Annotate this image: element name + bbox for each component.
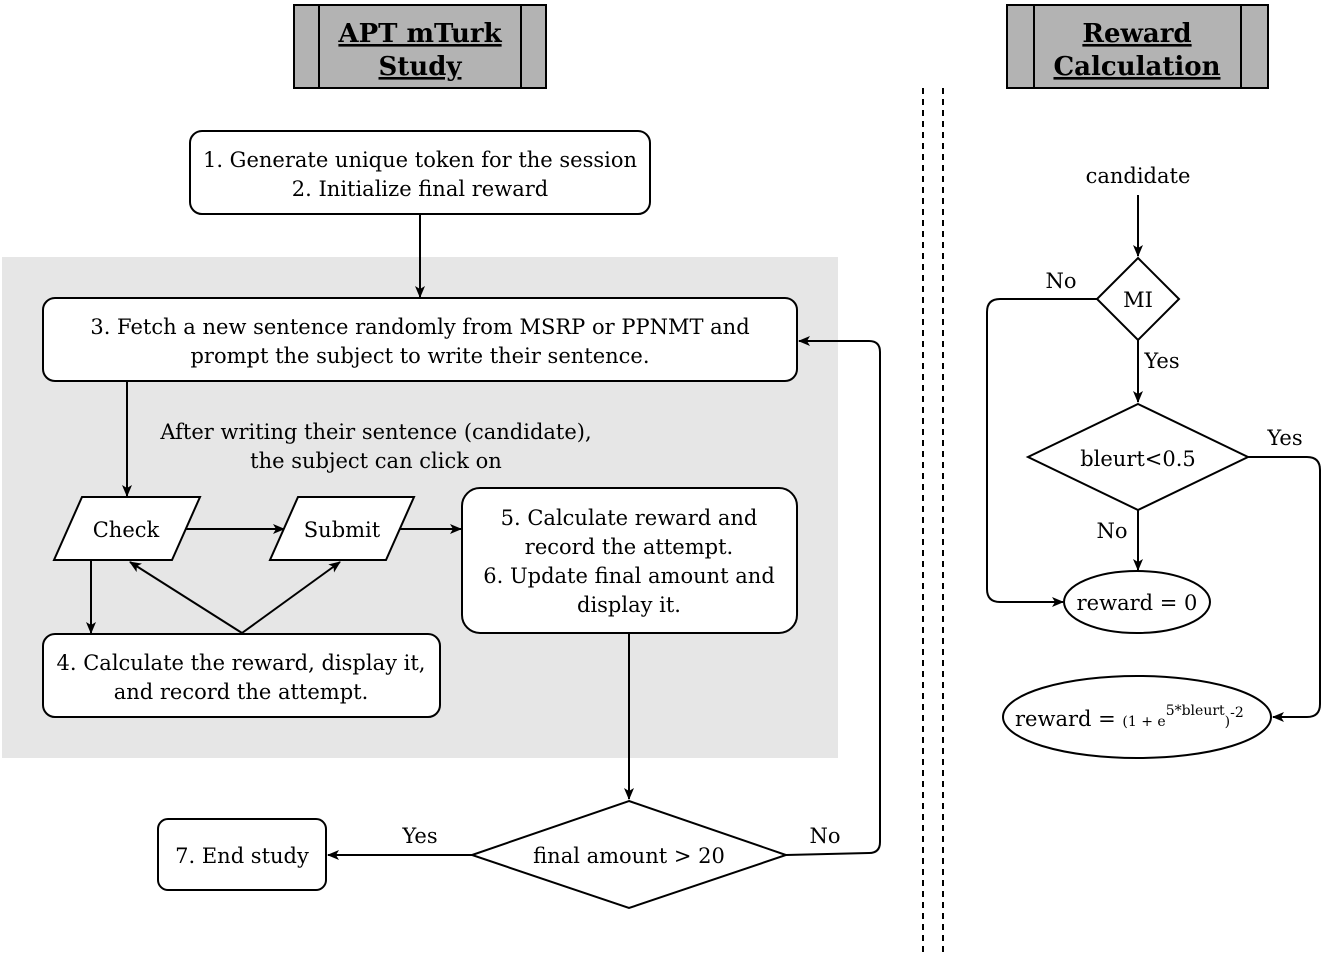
end-study-label: 7. End study bbox=[175, 844, 309, 868]
header-left-line2: Study bbox=[379, 52, 463, 82]
arrow-step4-to-submit bbox=[241, 561, 341, 634]
bleurt-no-label: No bbox=[1096, 519, 1127, 543]
decision-yes-label: Yes bbox=[401, 824, 437, 848]
step-submit-line3: 6. Update final amount and bbox=[483, 564, 775, 588]
step-fetch-line1: 3. Fetch a new sentence randomly from MS… bbox=[90, 315, 749, 339]
reward-zero-label: reward = 0 bbox=[1077, 591, 1198, 615]
mi-diamond: MI bbox=[1095, 256, 1181, 342]
reward-formula-close: ) bbox=[1225, 714, 1230, 730]
step-init-line2: 2. Initialize final reward bbox=[292, 177, 548, 201]
step-init-box: 1. Generate unique token for the session… bbox=[189, 130, 651, 215]
check-parallelogram: Check bbox=[52, 496, 202, 561]
step-fetch-box: 3. Fetch a new sentence randomly from MS… bbox=[42, 297, 798, 382]
step-submit-line2: record the attempt. bbox=[525, 535, 733, 559]
reward-formula-base: (1 + e bbox=[1122, 714, 1165, 730]
step-submit-line4: display it. bbox=[577, 593, 681, 617]
step-check-line1: 4. Calculate the reward, display it, bbox=[57, 651, 426, 675]
header-reward-calculation: Reward Calculation bbox=[1006, 4, 1269, 89]
header-right-line2: Calculation bbox=[1053, 52, 1220, 82]
step-init-line1: 1. Generate unique token for the session bbox=[203, 148, 637, 172]
mi-yes-label: Yes bbox=[1143, 349, 1179, 373]
bleurt-yes-label: Yes bbox=[1266, 426, 1302, 450]
reward-formula-ellipse: reward = (1 + e5*bleurt)-2 bbox=[1002, 675, 1272, 759]
decision-no-label: No bbox=[809, 824, 840, 848]
arrow-step4-back-to-check bbox=[129, 561, 243, 634]
reward-formula: reward = (1 + e5*bleurt)-2 bbox=[1015, 703, 1244, 731]
decision-final-amount: final amount > 20 bbox=[468, 799, 790, 910]
step-submit-box: 5. Calculate reward and record the attem… bbox=[461, 487, 798, 634]
submit-parallelogram: Submit bbox=[268, 496, 416, 561]
step-submit-line1: 5. Calculate reward and bbox=[501, 506, 758, 530]
reward-formula-exp: 5*bleurt bbox=[1166, 703, 1225, 719]
step-check-box: 4. Calculate the reward, display it, and… bbox=[42, 633, 441, 718]
check-label: Check bbox=[93, 518, 160, 542]
mi-label: MI bbox=[1123, 288, 1153, 312]
reward-zero-ellipse: reward = 0 bbox=[1063, 570, 1211, 634]
reward-formula-pow: -2 bbox=[1230, 705, 1244, 721]
bleurt-diamond: bleurt<0.5 bbox=[1025, 402, 1251, 512]
header-right-line1: Reward bbox=[1082, 19, 1191, 49]
arrow-decision-no-loop bbox=[785, 336, 881, 856]
end-study-box: 7. End study bbox=[157, 818, 327, 891]
mi-no-label: No bbox=[1045, 269, 1076, 293]
arrow-mi-no bbox=[986, 298, 1097, 607]
reward-formula-lhs: reward = bbox=[1015, 707, 1122, 731]
candidate-label: candidate bbox=[1086, 164, 1191, 188]
after-writing-note-line2: the subject can click on bbox=[250, 449, 502, 473]
decision-label: final amount > 20 bbox=[533, 844, 725, 868]
bleurt-cond-label: bleurt<0.5 bbox=[1080, 447, 1196, 471]
submit-label: Submit bbox=[304, 518, 381, 542]
step-fetch-line2: prompt the subject to write their senten… bbox=[190, 344, 649, 368]
after-writing-note-line1: After writing their sentence (candidate)… bbox=[159, 420, 591, 444]
header-apt-mturk-study: APT mTurk Study bbox=[293, 4, 547, 89]
step-check-line2: and record the attempt. bbox=[114, 680, 369, 704]
arrow-bleurt-yes bbox=[1248, 456, 1321, 722]
header-left-line1: APT mTurk bbox=[337, 19, 502, 49]
